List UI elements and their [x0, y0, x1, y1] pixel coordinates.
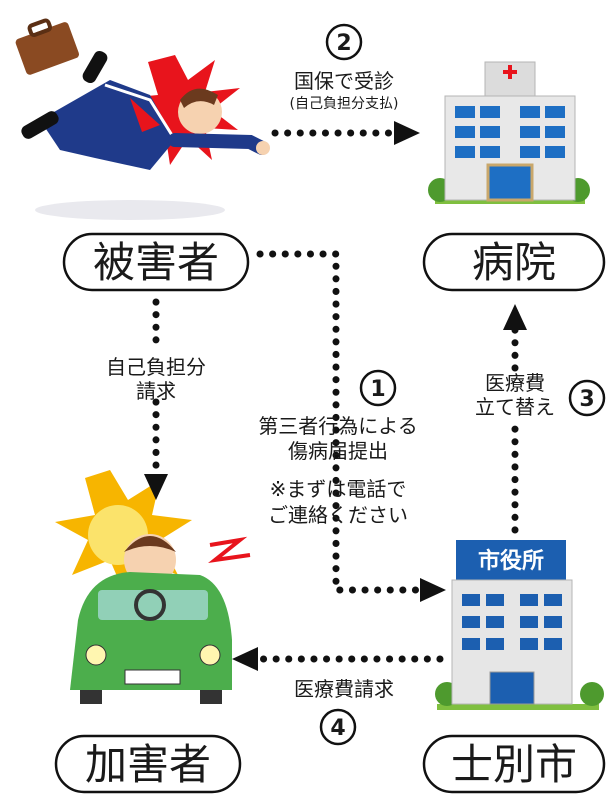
step3-line2: 立て替え [475, 395, 555, 419]
node-city-label: 士別市 [451, 740, 577, 789]
victim-illustration [15, 18, 270, 220]
hospital-illustration [428, 61, 590, 204]
step1-line1: 第三者行為による [258, 414, 417, 438]
claim-line2: 請求 [136, 379, 176, 403]
node-victim-label: 被害者 [93, 238, 219, 287]
step3-line1: 医療費 [485, 371, 545, 395]
node-hospital: 病院 [422, 232, 606, 292]
step1-note2: ご連絡ください [268, 503, 408, 527]
arrow-step1 [256, 250, 446, 602]
svg-text:3: 3 [579, 387, 594, 412]
svg-text:2: 2 [336, 31, 351, 56]
arrow-step4 [232, 647, 444, 671]
step3-label: 医療費 立て替え 3 ③ [475, 371, 606, 419]
svg-text:1: 1 [370, 377, 385, 402]
step1-label: 1 第三者行為による 傷病届提出 ※まずは電話で ご連絡ください ① [258, 369, 418, 527]
node-hospital-label: 病院 [472, 238, 556, 287]
node-perpetrator-label: 加害者 [85, 740, 211, 789]
step2-label: 2 国保で受診 (自己負担分支払) ② [290, 23, 399, 112]
city-sign-text: 市役所 [478, 548, 544, 574]
step4-label: 医療費請求 4 ④ [294, 677, 394, 746]
node-perpetrator: 加害者 [54, 734, 242, 794]
step1-line2: 傷病届提出 [288, 439, 388, 463]
node-victim: 被害者 [62, 232, 250, 292]
claim-line1: 自己負担分 [106, 355, 206, 379]
arrow-step3 [503, 304, 527, 534]
arrow-step2 [271, 121, 420, 145]
svg-text:4: 4 [330, 716, 345, 741]
arrow-claim [144, 298, 168, 500]
perpetrator-illustration [55, 470, 251, 704]
city-hall-illustration: 市役所 [435, 540, 604, 710]
claim-label: 自己負担分 請求 [106, 355, 206, 403]
node-city: 士別市 [422, 734, 606, 794]
step2-line2: (自己負担分支払) [290, 96, 399, 112]
step1-note1: ※まずは電話で [270, 477, 407, 501]
step4-line1: 医療費請求 [294, 677, 394, 701]
step2-line1: 国保で受診 [294, 69, 394, 93]
